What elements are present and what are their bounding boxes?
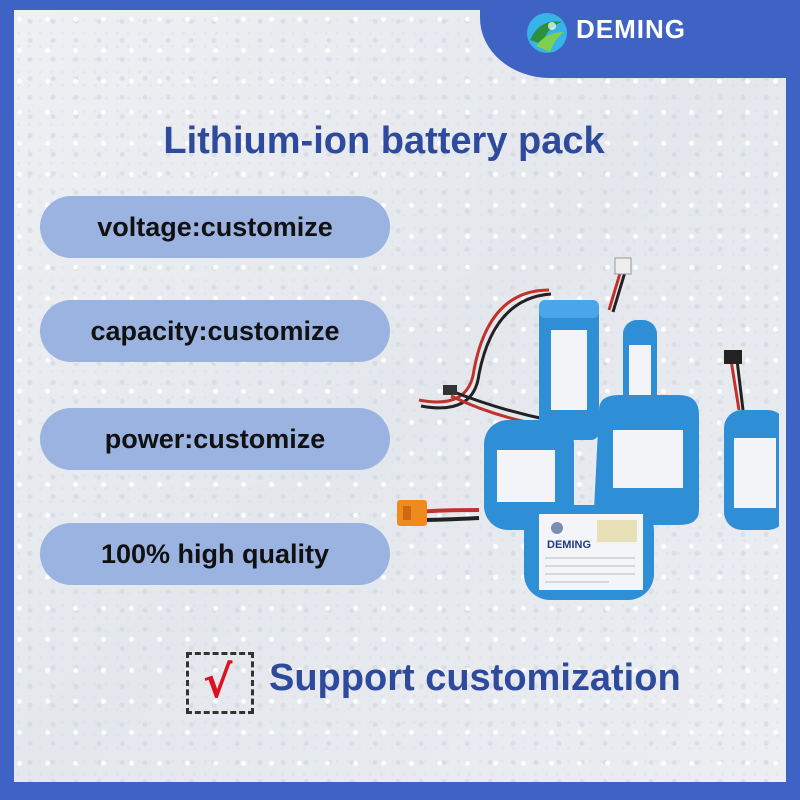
feature-pill-capacity: capacity:customize [40,300,390,362]
battery-packs-image: DEMING [397,257,779,600]
feature-pill-power: power:customize [40,408,390,470]
feature-pill-quality: 100% high quality [40,523,390,585]
logo-tab: DEMING [480,10,786,78]
deming-logo-icon [527,13,567,53]
battery-label-brand: DEMING [547,539,591,551]
support-customization-text: Support customization [269,657,681,699]
check-symbol: √ [203,657,233,708]
brand-name: DEMING [576,14,686,44]
promo-canvas: DEMING Lithium-ion battery pack voltage:… [14,10,786,782]
checkmark-icon: √ [186,652,254,714]
feature-pill-voltage: voltage:customize [40,196,390,258]
page-title: Lithium-ion battery pack [163,120,605,162]
